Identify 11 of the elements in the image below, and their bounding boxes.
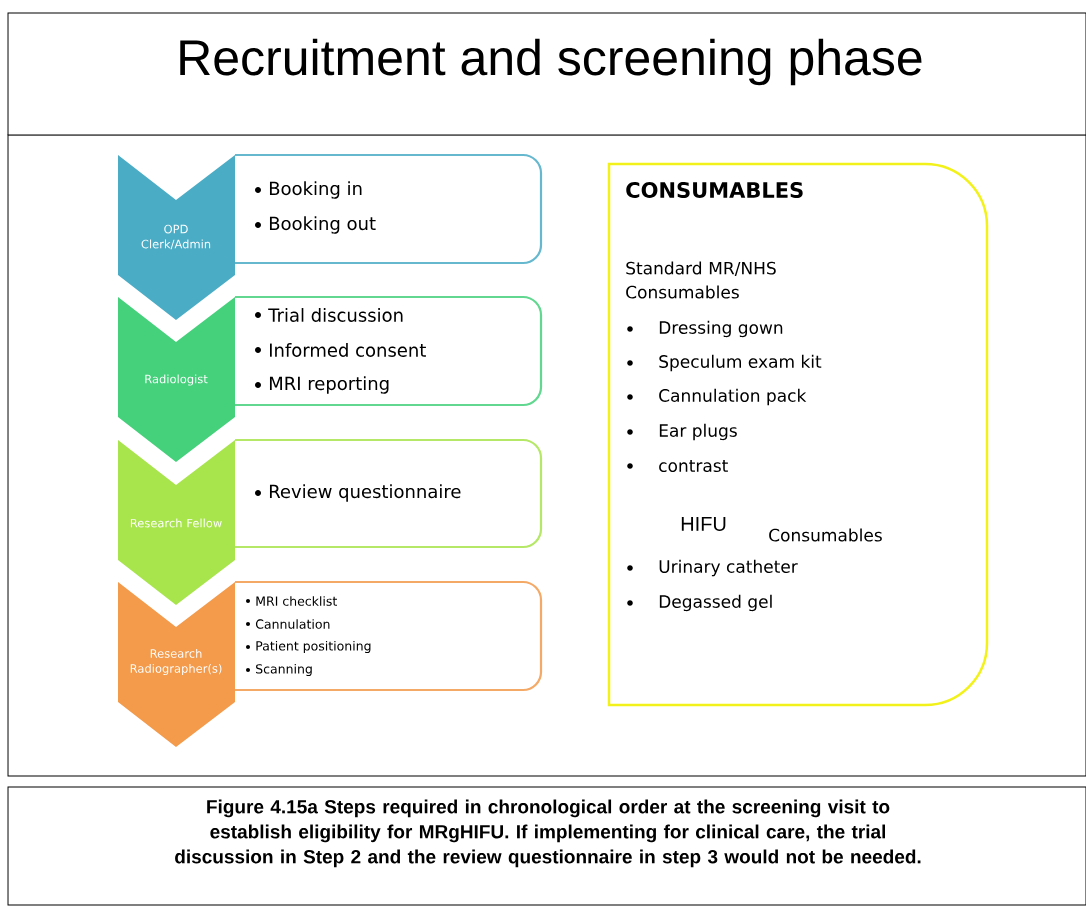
role-block: Radiologist: [118, 297, 235, 462]
role-block: OPD Clerk/Admin: [118, 155, 235, 320]
task-box: MRI checklist Cannulation Patient positioning Scanning: [233, 580, 543, 692]
consumables-box: CONSUMABLES Standard MR/NHS Consumables Dressing gown Speculum exam kit Cannulation pack Ear plugs contrast HIFU Consumables Urinary catheter Degassed gel: [607, 162, 989, 707]
task-box: Booking in Booking out: [233, 153, 543, 265]
title-box: Recruitment and screening phase: [7, 12, 1086, 136]
role-block: Research Fellow: [118, 440, 235, 605]
role-block: Research Radiographer(s): [118, 582, 235, 747]
task-box: Review questionnaire: [233, 438, 543, 549]
caption-box: Figure 4.15a Steps required in chronological order at the screening visit to establish eligibility for MRgHIFU. If implementing for clinical care, the trial discussion in Step 2 and the review questionnaire in step 3 would not be needed.: [7, 786, 1086, 906]
task-box: Trial discussion Informed consent MRI reporting: [233, 295, 543, 407]
